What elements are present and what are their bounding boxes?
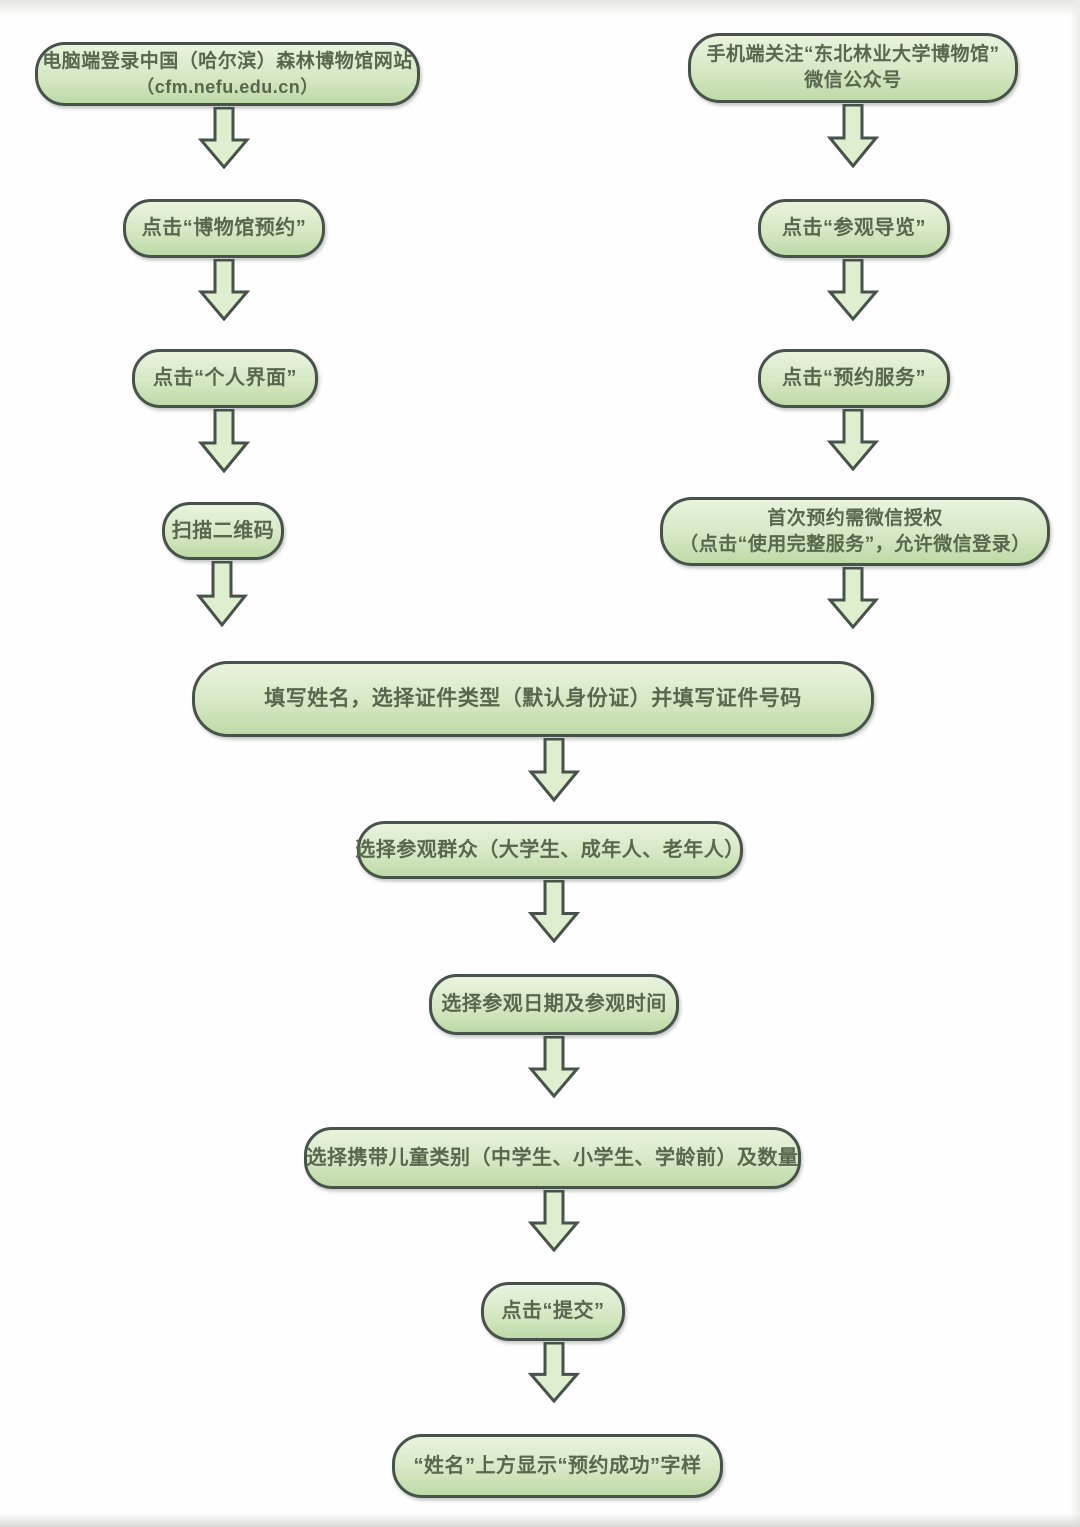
flow-node-click-submit: 点击“提交” [481,1282,625,1341]
node-text: 点击“预约服务” [782,367,926,389]
node-text: 首次预约需微信授权 [767,507,943,529]
down-arrow-icon [196,561,248,627]
node-text: 微信公众号 [804,70,902,91]
node-text: 选择参观群众（大学生、成年人、老年人） [355,838,745,861]
node-text: 电脑端登录中国（哈尔滨）森林博物馆网站 [42,51,413,73]
flow-node-select-children-category: 选择携带儿童类别（中学生、小学生、学龄前）及数量 [304,1127,801,1189]
flow-node-mobile-click-visit-guide: 点击“参观导览” [758,199,950,258]
node-text: 选择携带儿童类别（中学生、小学生、学龄前）及数量 [306,1146,799,1169]
node-text-url: （cfm.nefu.edu.cn） [136,76,319,97]
node-text: 手机端关注“东北林业大学博物馆” [706,44,1000,66]
flow-node-mobile-click-booking-service: 点击“预约服务” [758,349,950,408]
down-arrow-icon [827,104,879,168]
node-text: 选择参观日期及参观时间 [441,993,667,1015]
flow-node-pc-website-login: 电脑端登录中国（哈尔滨）森林博物馆网站 （cfm.nefu.edu.cn） [35,42,420,106]
down-arrow-icon [198,409,250,473]
node-text: “姓名”上方显示“预约成功”字样 [413,1454,702,1477]
flow-node-pc-click-personal-page: 点击“个人界面” [132,349,318,408]
flow-node-booking-success: “姓名”上方显示“预约成功”字样 [392,1434,723,1498]
down-arrow-icon [528,738,580,802]
photo-edge-top [0,0,1080,18]
node-text: 点击“博物馆预约” [141,217,307,239]
node-text: 点击“个人界面” [153,367,297,389]
down-arrow-icon [827,567,879,629]
node-text: 点击“提交” [501,1300,605,1322]
photo-edge-right [1070,0,1080,1527]
flow-node-pc-click-museum-booking: 点击“博物馆预约” [123,199,325,258]
flow-node-select-visitor-group: 选择参观群众（大学生、成年人、老年人） [355,821,745,879]
down-arrow-icon [198,259,250,321]
node-text: 扫描二维码 [171,519,275,542]
down-arrow-icon [528,1036,580,1098]
down-arrow-icon [528,1190,580,1252]
flow-node-fill-name-id: 填写姓名，选择证件类型（默认身份证）并填写证件号码 [192,661,874,737]
down-arrow-icon [528,880,580,943]
flow-node-pc-scan-qrcode: 扫描二维码 [162,502,284,560]
down-arrow-icon [827,259,879,321]
node-text: 填写姓名，选择证件类型（默认身份证）并填写证件号码 [264,686,802,710]
node-text: 点击“参观导览” [782,217,926,239]
flow-node-mobile-follow-wechat: 手机端关注“东北林业大学博物馆” 微信公众号 [688,33,1018,103]
down-arrow-icon [827,409,879,471]
photo-edge-bottom [0,1513,1080,1527]
down-arrow-icon [198,107,250,169]
down-arrow-icon [528,1342,580,1403]
flow-node-mobile-wechat-authorization: 首次预约需微信授权 （点击“使用完整服务”，允许微信登录） [660,497,1050,566]
node-text: （点击“使用完整服务”，允许微信登录） [679,533,1031,555]
flow-node-select-date-time: 选择参观日期及参观时间 [429,974,679,1035]
